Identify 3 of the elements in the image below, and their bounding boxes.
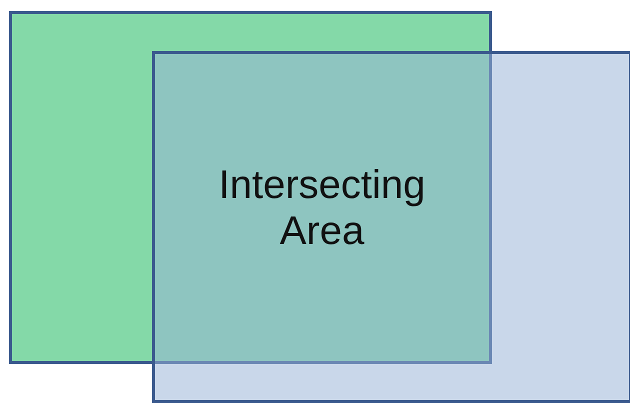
- rectangle: [9, 11, 492, 364]
- rectangle: [152, 51, 630, 403]
- area-label: Intersecting Area: [218, 162, 426, 254]
